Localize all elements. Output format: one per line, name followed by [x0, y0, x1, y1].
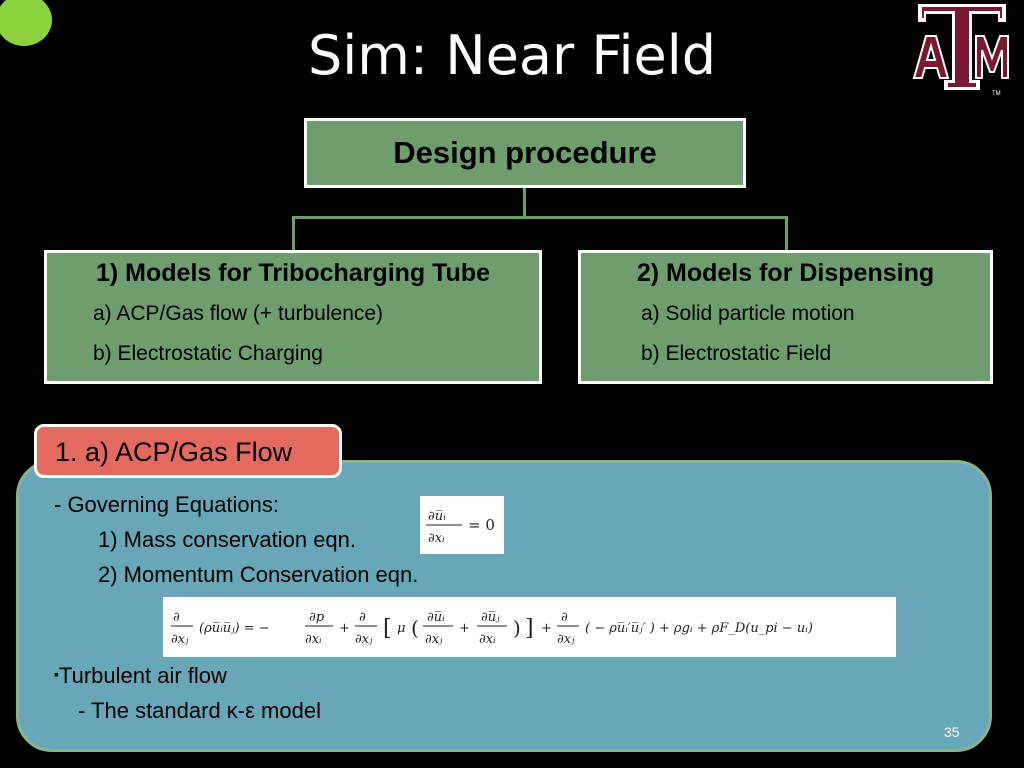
svg-text:∂xᵢ: ∂xᵢ: [428, 531, 445, 546]
svg-text:∂u̅ⱼ: ∂u̅ⱼ: [481, 610, 500, 625]
svg-text:[: [: [383, 616, 392, 641]
svg-text:∂: ∂: [359, 610, 366, 625]
dispensing-heading: 2) Models for Dispensing: [636, 259, 935, 287]
tribocharging-heading: 1) Models for Tribocharging Tube: [96, 259, 490, 287]
svg-text:+: +: [541, 621, 552, 636]
svg-text:): ): [513, 616, 521, 640]
connector-stem: [523, 188, 526, 218]
svg-text:∂xᵢ: ∂xᵢ: [479, 632, 496, 647]
governing-equations-label: - Governing Equations:: [54, 492, 280, 517]
dispensing-box: 2) Models for Dispensing a) Solid partic…: [578, 250, 993, 384]
svg-text:( − ρu̅ᵢ′u̅ⱼ′ ) + ρgᵢ + ρF_D(u: ( − ρu̅ᵢ′u̅ⱼ′ ) + ρgᵢ + ρF_D(u_pi − uᵢ): [585, 621, 813, 636]
tribocharging-box: 1) Models for Tribocharging Tube a) ACP/…: [44, 250, 542, 384]
dispensing-item-b: b) Electrostatic Field: [641, 342, 832, 365]
bullet-icon: ▪: [54, 666, 59, 682]
gas-flow-tab-label: 1. a) ACP/Gas Flow: [55, 437, 293, 467]
green-dot: [0, 0, 52, 46]
connector-left: [292, 216, 295, 252]
svg-text:∂xⱼ: ∂xⱼ: [425, 632, 443, 647]
page-number: 35: [944, 724, 960, 740]
svg-text:∂u̅ᵢ: ∂u̅ᵢ: [428, 509, 446, 524]
svg-text:∂: ∂: [173, 610, 180, 625]
connector-right: [785, 216, 788, 252]
svg-text:∂u̅ᵢ: ∂u̅ᵢ: [427, 610, 445, 625]
svg-text:∂xⱼ: ∂xⱼ: [355, 632, 373, 647]
svg-text:∂xᵢ: ∂xᵢ: [305, 632, 322, 647]
svg-text:+: +: [339, 621, 350, 636]
dispensing-item-a: a) Solid particle motion: [641, 302, 855, 325]
slide-title: Sim: Near Field: [308, 24, 716, 87]
design-procedure-label: Design procedure: [393, 135, 657, 170]
svg-text:μ: μ: [397, 621, 405, 636]
svg-text:∂p: ∂p: [309, 610, 325, 625]
k-epsilon-model-label: - The standard κ-ε model: [78, 698, 321, 723]
tribocharging-item-a: a) ACP/Gas flow (+ turbulence): [93, 302, 384, 325]
mass-equation-graphic: ∂u̅ᵢ ∂xᵢ = 0: [426, 509, 495, 546]
svg-text:(ρu̅ᵢu̅ⱼ) = −: (ρu̅ᵢu̅ⱼ) = −: [199, 621, 270, 636]
momentum-equation: ∂ ∂xⱼ (ρu̅ᵢu̅ⱼ) = − ∂p ∂xᵢ + ∂ ∂xⱼ [ μ ( ∂u…: [163, 597, 896, 657]
gas-flow-tab: 1. a) ACP/Gas Flow: [34, 424, 342, 478]
momentum-equation-graphic: ∂ ∂xⱼ (ρu̅ᵢu̅ⱼ) = − ∂p ∂xᵢ + ∂ ∂xⱼ [ μ ( ∂u…: [171, 610, 813, 647]
design-procedure-box: Design procedure: [304, 118, 746, 188]
svg-text:(: (: [411, 616, 419, 640]
svg-text:+: +: [459, 621, 470, 636]
connector-bar: [292, 216, 788, 219]
svg-text:∂xⱼ: ∂xⱼ: [557, 632, 575, 647]
mass-equation: ∂u̅ᵢ ∂xᵢ = 0: [420, 496, 504, 554]
mass-conservation-label: 1) Mass conservation eqn.: [98, 527, 357, 552]
turbulent-flow-item: ▪Turbulent air flow: [54, 663, 227, 689]
svg-text:∂: ∂: [561, 610, 568, 625]
svg-text:∂xⱼ: ∂xⱼ: [171, 632, 189, 647]
svg-text:]: ]: [525, 616, 534, 641]
svg-text:TM: TM: [992, 91, 1001, 97]
svg-text:= 0: = 0: [468, 516, 495, 534]
turbulent-flow-label: Turbulent air flow: [58, 663, 227, 688]
momentum-conservation-label: 2) Momentum Conservation eqn.: [98, 562, 419, 587]
tribocharging-item-b: b) Electrostatic Charging: [93, 342, 323, 365]
university-logo: TM: [912, 0, 1012, 98]
